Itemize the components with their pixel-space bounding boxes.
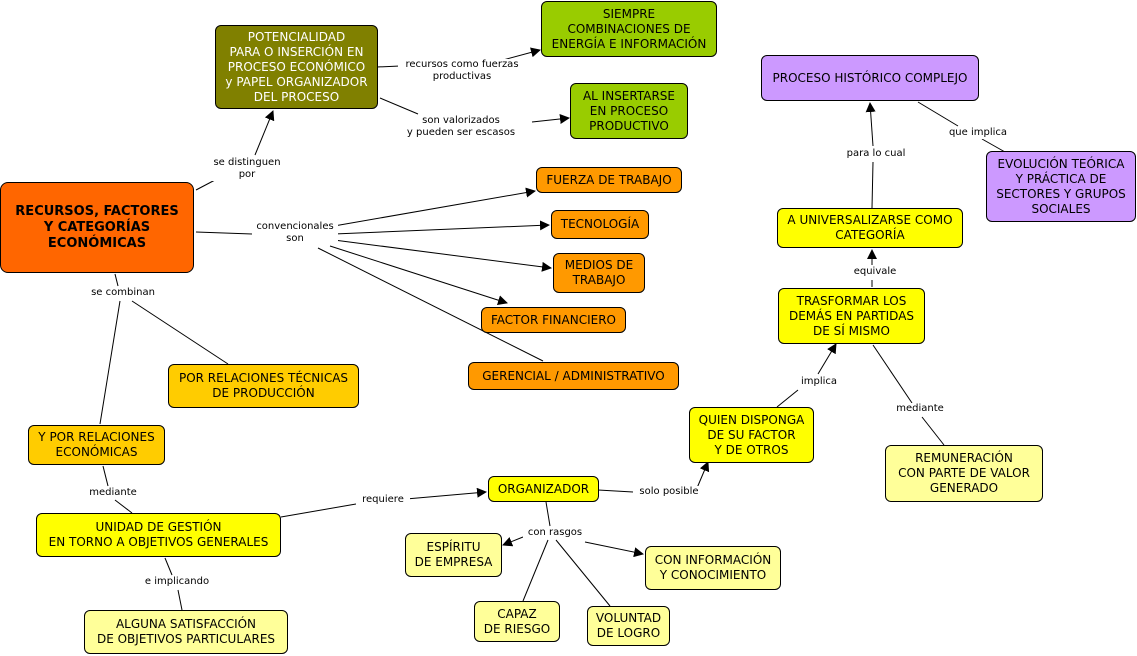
edge-universalizarse-label-paralocual (871, 161, 874, 209)
link-label-implica: implica (795, 376, 843, 388)
edge-conv-fuerza (333, 187, 536, 227)
node-fuerza: FUERZA DE TRABAJO (536, 167, 682, 193)
link-label-e-implicando: e implicando (140, 576, 214, 588)
edge-organizador-label-posible (597, 489, 634, 493)
link-label-con-rasgos: con rasgos (523, 527, 587, 539)
node-universalizarse: A UNIVERSALIZARSE COMO CATEGORÍA (777, 208, 963, 248)
edge-requiere-organizador (405, 487, 487, 500)
edge-trasformar-label-mediante (872, 344, 913, 404)
link-label-que-implica: que implica (944, 127, 1012, 139)
edge-paralocual-proceso (865, 102, 876, 147)
edge-mediante-remuneracion (921, 416, 945, 446)
link-label-se-distinguen: se distinguen por (208, 157, 286, 181)
edge-rasgos-espiritu (502, 536, 524, 547)
edge-economicas-label-mediante (102, 465, 109, 487)
node-recursos: RECURSOS, FACTORES Y CATEGORÍAS ECONÓMIC… (0, 182, 194, 273)
edge-unidad-label-implicando (164, 557, 173, 576)
node-proceso-historico: PROCESO HISTÓRICO COMPLEJO (761, 55, 979, 101)
edge-recursos-label-combinan (114, 273, 119, 287)
link-label-equivale: equivale (848, 266, 902, 278)
edge-distinguen-potencialidad (254, 110, 275, 156)
edge-valorizados-insertarse (531, 113, 570, 124)
edge-rasgos-informacion (584, 541, 644, 558)
node-informacion: CON INFORMACIÓN Y CONOCIMIENTO (645, 546, 781, 590)
edge-conv-financiero (329, 245, 508, 306)
edge-recursos-label-convencionales (195, 231, 253, 235)
node-remuneracion: REMUNERACIÓN CON PARTE DE VALOR GENERADO (885, 445, 1043, 502)
link-label-se-combinan: se combinan (86, 287, 160, 299)
node-medios: MEDIOS DE TRABAJO (553, 253, 645, 293)
link-label-para-lo-cual: para lo cual (840, 148, 912, 160)
edge-conv-medios (333, 239, 552, 272)
link-label-requiere: requiere (356, 494, 410, 506)
link-label-convencionales: convencionales son (252, 221, 338, 245)
node-potencialidad: POTENCIALIDAD PARA O INSERCIÓN EN PROCES… (215, 25, 378, 109)
edge-quien-label-implica (776, 389, 799, 408)
node-espiritu: ESPÍRITU DE EMPRESA (405, 533, 502, 577)
node-gerencial: GERENCIAL / ADMINISTRATIVO (468, 362, 679, 390)
edge-pot-label-recursos (376, 65, 401, 68)
edge-rasgos-voluntad (555, 539, 611, 607)
edge-combinan-economicas (99, 300, 121, 425)
edge-conv-gerencial (317, 247, 544, 362)
edge-pot-label-valorizados (379, 97, 419, 115)
edge-combinan-tecnicas (131, 300, 229, 365)
node-capaz: CAPAZ DE RIESGO (474, 601, 560, 642)
edge-mediante-unidad (114, 499, 133, 514)
edge-organizador-label-rasgos (545, 501, 551, 527)
link-label-mediante-1: mediante (84, 487, 142, 499)
node-tecnologia: TECNOLOGÍA (551, 210, 649, 239)
node-voluntad: VOLUNTAD DE LOGRO (587, 606, 670, 646)
link-label-recursos-fuerzas: recursos como fuerzas productivas (398, 59, 526, 83)
edge-queimplica-evolucion (981, 138, 1006, 153)
node-rel-tecnicas: POR RELACIONES TÉCNICAS DE PRODUCCIÓN (168, 364, 359, 408)
edge-recursos-label-distinguen (195, 179, 216, 191)
edge-proceso-label-queimplica (917, 101, 959, 127)
edge-implica-trasformar (817, 343, 837, 375)
node-trasformar: TRASFORMAR LOS DEMÁS EN PARTIDAS DE SÍ M… (778, 288, 925, 344)
link-label-son-valorizados: son valorizados y pueden ser escasos (398, 115, 524, 139)
node-organizador: ORGANIZADOR (488, 476, 599, 502)
edge-unidad-label-requiere (280, 503, 357, 518)
edge-implicando-satisfaccion (177, 589, 183, 611)
edge-posible-quien (696, 461, 710, 489)
node-unidad: UNIDAD DE GESTIÓN EN TORNO A OBJETIVOS G… (36, 513, 281, 557)
node-financiero: FACTOR FINANCIERO (481, 307, 626, 333)
edge-conv-tecnologia (333, 220, 550, 235)
node-satisfaccion: ALGUNA SATISFACCIÓN DE OBJETIVOS PARTICU… (84, 610, 288, 654)
edge-rasgos-capaz (522, 539, 549, 602)
node-quien: QUIEN DISPONGA DE SU FACTOR Y DE OTROS (689, 407, 814, 463)
node-evolucion: EVOLUCIÓN TEÓRICA Y PRÁCTICA DE SECTORES… (986, 151, 1136, 222)
node-siempre: SIEMPRE COMBINACIONES DE ENERGÍA E INFOR… (541, 1, 717, 57)
link-label-mediante-2: mediante (891, 403, 949, 415)
node-al-insertarse: AL INSERTARSE EN PROCESO PRODUCTIVO (570, 83, 688, 139)
node-rel-economicas: Y POR RELACIONES ECONÓMICAS (28, 425, 165, 465)
link-label-solo-posible: solo posible (634, 486, 704, 498)
